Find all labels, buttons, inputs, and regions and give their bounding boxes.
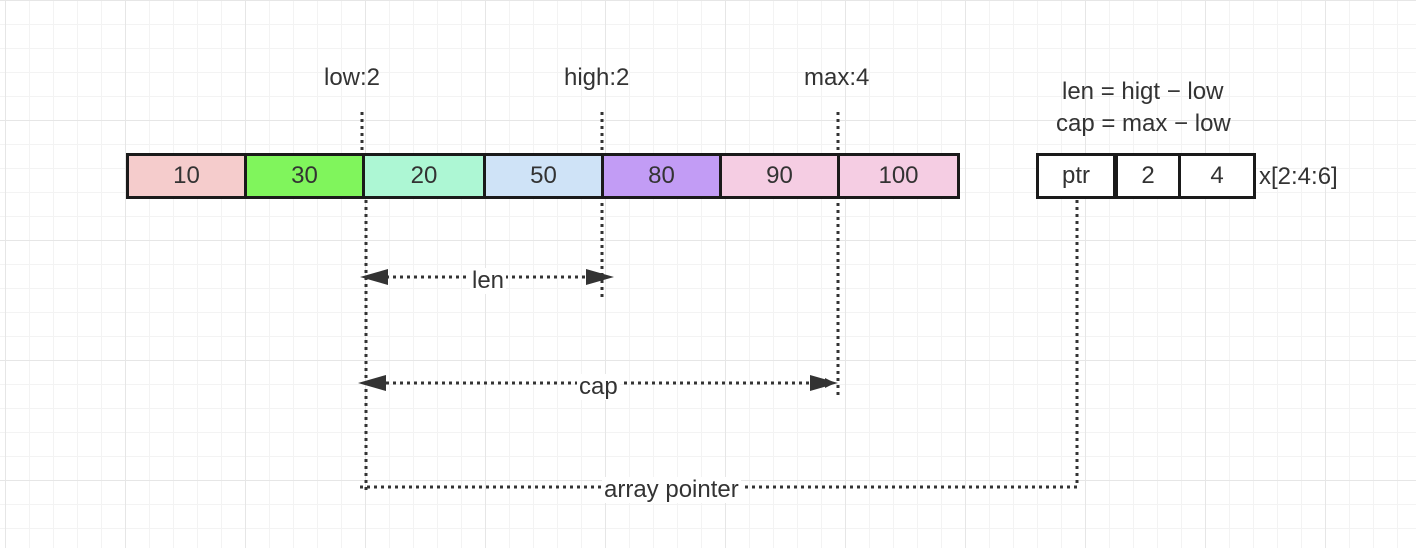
cap-arrow-right-head bbox=[810, 375, 838, 391]
array-cell: 90 bbox=[719, 153, 840, 199]
array-cell: 20 bbox=[362, 153, 486, 199]
array-cell: 100 bbox=[837, 153, 960, 199]
slice-expression: x[2:4:6] bbox=[1259, 163, 1338, 190]
array-cell: 80 bbox=[601, 153, 722, 199]
cap-arrow-label: cap bbox=[577, 373, 620, 400]
array-cell: 30 bbox=[244, 153, 365, 199]
max-marker-label: max:4 bbox=[804, 64, 870, 91]
cap-arrow-left-head bbox=[358, 375, 386, 391]
array-cell: 50 bbox=[483, 153, 604, 199]
len-arrow-right-head bbox=[586, 269, 614, 285]
array-cell: 10 bbox=[126, 153, 247, 199]
len-arrow-left-head bbox=[360, 269, 388, 285]
len-arrow-label: len bbox=[470, 267, 507, 294]
slice-cap-field: 4 bbox=[1178, 153, 1256, 199]
cap-formula: cap = max − low bbox=[1056, 110, 1231, 137]
arrow-heads bbox=[358, 269, 838, 391]
slice-len-field: 2 bbox=[1115, 153, 1181, 199]
high-marker-label: high:2 bbox=[564, 64, 630, 91]
array-pointer-label: array pointer bbox=[602, 476, 741, 503]
len-formula: len = higt − low bbox=[1062, 78, 1224, 105]
low-marker-label: low:2 bbox=[324, 64, 381, 91]
slice-ptr-field: ptr bbox=[1036, 153, 1116, 199]
